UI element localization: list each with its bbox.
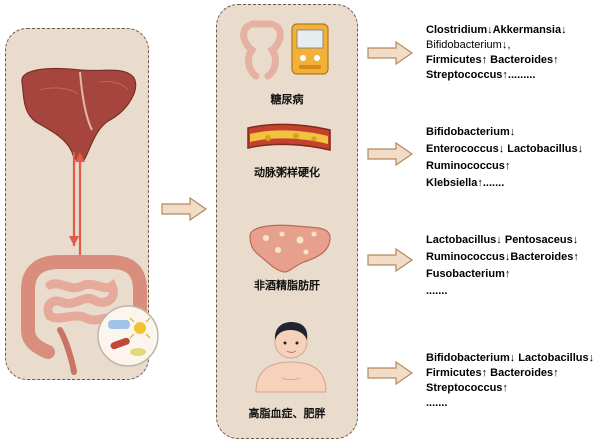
disease-label-diabetes: 糖尿病 <box>270 93 304 106</box>
block-arrow-icon <box>367 141 414 167</box>
bacteria-line: Ruminococcus↓Bacteroides↑ <box>426 251 579 263</box>
glucose-meter-icon <box>291 23 329 75</box>
bacteria-line: Firmicutes↑ Bacteroides↑ <box>426 367 559 379</box>
disease-label-hyperlipidemia-obesity: 高脂血症、肥胖 <box>248 407 326 420</box>
bacteria-list-atherosclerosis: Bifidobacterium↓ Enterococcus↓ Lactobaci… <box>426 124 583 192</box>
diabetes-illustration <box>240 20 329 80</box>
bacteria-line: Enterococcus↓ Lactobacillus↓ <box>426 143 584 155</box>
bacteria-line: Streptococcus↑ <box>426 382 508 394</box>
bacteria-line: ....... <box>426 397 448 409</box>
obese-person-icon <box>255 322 327 393</box>
block-arrow-icon <box>161 196 208 222</box>
artery-plaque-icon <box>247 123 331 151</box>
bacteria-line: Bifidobacterium↓, <box>426 39 511 51</box>
bacteria-line: Ruminococcus↑ <box>426 160 511 172</box>
fatty-liver-icon <box>249 224 331 273</box>
bacteria-icon <box>97 305 159 367</box>
block-arrow-icon <box>367 40 414 66</box>
bacteria-list-hyperlipidemia-obesity: Bifidobacterium↓ Lactobacillus↓ Firmicut… <box>426 351 594 411</box>
disease-label-nafld: 非酒精脂肪肝 <box>254 279 320 292</box>
bacteria-line: Bifidobacterium↓ Lactobacillus↓ <box>426 352 595 364</box>
block-arrow-icon <box>367 247 414 273</box>
disease-label-atherosclerosis: 动脉粥样硬化 <box>254 166 320 179</box>
bacteria-line: Bifidobacterium↓ <box>426 126 516 138</box>
bacteria-line: Lactobacillus↓ Pentosaceus↓ <box>426 234 579 246</box>
bacteria-line: Fusobacterium↑ <box>426 268 511 280</box>
bacteria-list-diabetes: Clostridium↓Akkermansia↓ Bifidobacterium… <box>426 23 567 83</box>
bacteria-line: ....... <box>426 285 448 297</box>
bacteria-line: Clostridium↓Akkermansia↓ <box>426 24 567 36</box>
pancreas-icon <box>240 20 284 80</box>
bacteria-line: Streptococcus↑......... <box>426 69 536 81</box>
bacteria-line: Firmicutes↑ Bacteroides↑ <box>426 54 559 66</box>
liver-icon <box>21 67 137 163</box>
bacteria-list-nafld: Lactobacillus↓ Pentosaceus↓ Ruminococcus… <box>426 232 579 300</box>
block-arrow-icon <box>367 360 414 386</box>
axis-arrow-icon <box>69 152 85 256</box>
bacteria-line: Klebsiella↑....... <box>426 177 505 189</box>
